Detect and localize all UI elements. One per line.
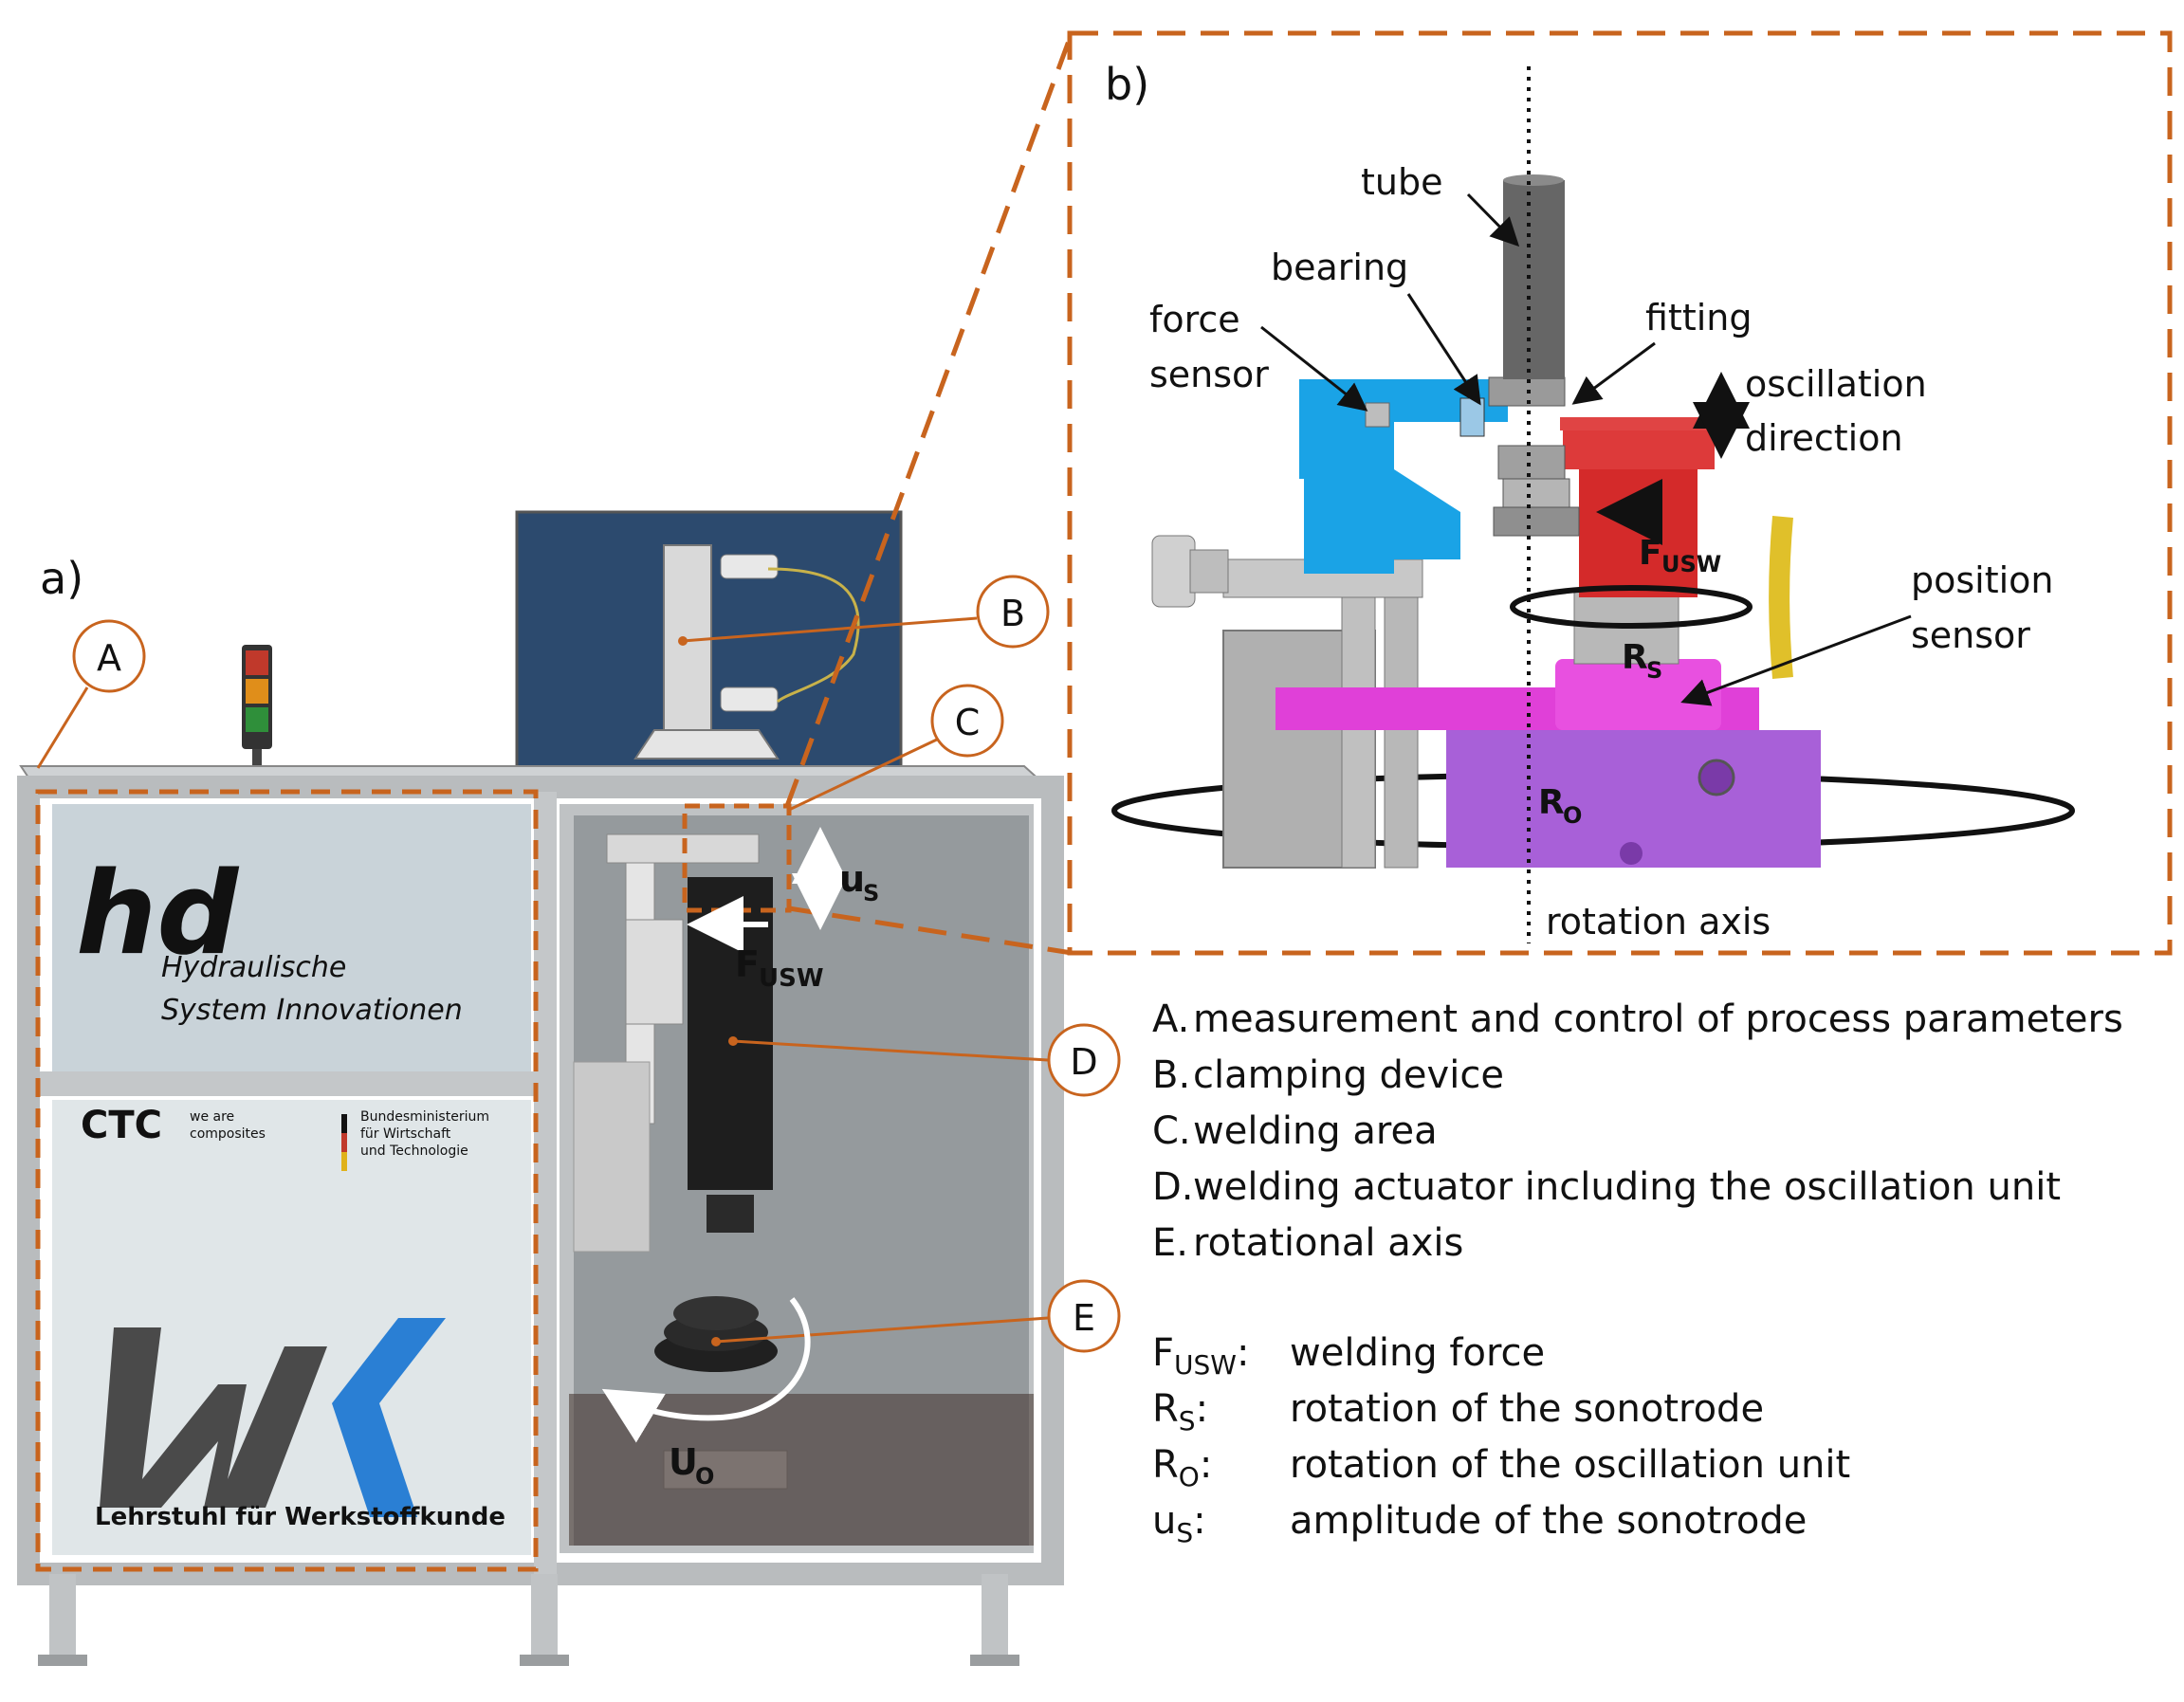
label-tube: tube bbox=[1361, 161, 1442, 203]
hd-name-line1: Hydraulische bbox=[161, 951, 346, 984]
svg-text:u: u bbox=[839, 858, 865, 900]
fusw-arrow-b: F USW bbox=[1596, 479, 1721, 577]
svg-text:USW: USW bbox=[759, 964, 824, 993]
label-fitting: fitting bbox=[1645, 297, 1753, 339]
label-oscillation-2: direction bbox=[1745, 417, 1903, 459]
rs-rotation-ring bbox=[1510, 585, 1753, 629]
label-bearing: bearing bbox=[1271, 247, 1408, 288]
label-force-sensor-2: sensor bbox=[1149, 354, 1269, 395]
fusw-arrow-a: F USW bbox=[687, 896, 824, 993]
tube bbox=[1503, 180, 1565, 379]
svg-text:O: O bbox=[1563, 802, 1582, 829]
label-force-sensor-1: force bbox=[1149, 299, 1240, 340]
svg-text:USW: USW bbox=[1661, 551, 1721, 577]
marker-a: A bbox=[36, 619, 146, 769]
legend-item-a: A.measurement and control of process par… bbox=[1152, 997, 2123, 1041]
marker-b: B bbox=[678, 575, 1050, 649]
machine-illustration: hd Hydraulische System Innovationen CTC … bbox=[17, 510, 1064, 1666]
definition-rs: RS:rotation of the sonotrode bbox=[1152, 1387, 1765, 1437]
svg-text:C: C bbox=[955, 702, 981, 743]
hd-name-line2: System Innovationen bbox=[161, 994, 463, 1027]
svg-text:A: A bbox=[97, 637, 121, 679]
legend-list: A.measurement and control of process par… bbox=[1152, 992, 2123, 1272]
svg-text:R: R bbox=[1622, 638, 1648, 677]
ministry-line1: Bundesministerium bbox=[360, 1109, 489, 1125]
region-a-box bbox=[35, 789, 539, 1572]
marker-e: E bbox=[711, 1279, 1121, 1353]
svg-text:D: D bbox=[1070, 1041, 1097, 1083]
svg-text:U: U bbox=[669, 1441, 698, 1483]
panel-b-label: b) bbox=[1105, 59, 1149, 110]
lwk-logo-mark bbox=[100, 1327, 327, 1508]
ministry-line2: für Wirtschaft bbox=[360, 1126, 451, 1142]
panel-b-frame bbox=[1067, 30, 2173, 956]
svg-text:F: F bbox=[735, 943, 760, 985]
symbol-definitions: FUSW:welding force RS:rotation of the so… bbox=[1152, 1326, 1850, 1549]
legend-item-e: E.rotational axis bbox=[1152, 1221, 1464, 1265]
rs-label: R S bbox=[1622, 638, 1662, 684]
hd-logo: hd bbox=[76, 849, 239, 980]
svg-text:S: S bbox=[1646, 657, 1662, 684]
definition-fusw: FUSW:welding force bbox=[1152, 1331, 1546, 1381]
definition-us: uS:amplitude of the sonotrode bbox=[1152, 1499, 1808, 1548]
legend-item-d: D.welding actuator including the oscilla… bbox=[1152, 1165, 2061, 1209]
svg-text:S: S bbox=[863, 880, 879, 906]
legend-item-b: B.clamping device bbox=[1152, 1053, 1504, 1097]
label-rotation-axis: rotation axis bbox=[1546, 901, 1771, 943]
panel-b-illustration bbox=[1111, 174, 2075, 869]
svg-text:R: R bbox=[1538, 783, 1565, 822]
ctc-tagline-2: composites bbox=[190, 1126, 266, 1142]
ro-label: R O bbox=[1538, 783, 1582, 829]
label-oscillation-1: oscillation bbox=[1745, 363, 1927, 405]
ministry-line3: und Technologie bbox=[360, 1144, 468, 1159]
force-sensor bbox=[1299, 379, 1508, 574]
legend-item-c: C.welding area bbox=[1152, 1109, 1438, 1153]
svg-text:O: O bbox=[695, 1463, 714, 1490]
marker-c: C bbox=[786, 684, 1004, 813]
us-arrow-a: u S bbox=[792, 827, 879, 930]
svg-text:E: E bbox=[1073, 1297, 1095, 1339]
chair-name: Lehrstuhl für Werkstoffkunde bbox=[95, 1503, 505, 1531]
uo-arrow-a: U O bbox=[601, 1297, 811, 1490]
ctc-logo: CTC bbox=[81, 1104, 162, 1147]
label-position-1: position bbox=[1911, 559, 2054, 601]
definition-ro: RO:rotation of the oscillation unit bbox=[1152, 1443, 1851, 1492]
svg-text:F: F bbox=[1639, 534, 1662, 573]
marker-d: D bbox=[728, 1023, 1121, 1097]
panel-a-label: a) bbox=[40, 553, 83, 604]
svg-text:B: B bbox=[1000, 593, 1025, 634]
ctc-tagline-1: we are bbox=[190, 1109, 234, 1125]
label-position-2: sensor bbox=[1911, 614, 2030, 656]
